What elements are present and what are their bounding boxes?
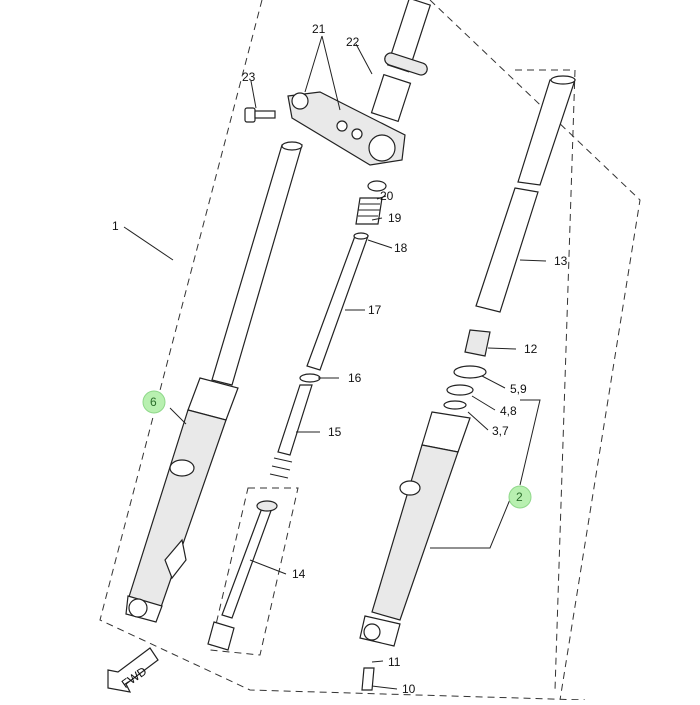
highlight-2	[508, 485, 532, 509]
under-bracket	[287, 91, 406, 166]
callout-22: 22	[346, 35, 360, 49]
spring-15	[269, 373, 321, 479]
leader-lines	[123, 35, 547, 690]
callout-4-8: 4,8	[500, 404, 517, 418]
callout-12: 12	[524, 342, 538, 356]
damper-rod-group-box	[209, 487, 299, 656]
callout-23: 23	[242, 70, 256, 84]
fork-leg-left	[125, 141, 303, 623]
callout-18: 18	[394, 241, 408, 255]
callout-10: 10	[402, 682, 416, 696]
steering-stem	[370, 0, 432, 123]
fork-leg-right	[359, 75, 576, 691]
callout-20: 20	[380, 189, 394, 203]
assembly-dashed-outline	[99, 0, 641, 701]
callout-2: 2	[516, 490, 523, 504]
callout-21: 21	[312, 22, 326, 36]
callout-13: 13	[554, 254, 568, 268]
callout-15: 15	[328, 425, 342, 439]
callout-6: 6	[150, 395, 157, 409]
highlight-6	[142, 390, 166, 414]
callout-11: 11	[388, 655, 401, 669]
callout-14: 14	[292, 567, 306, 581]
callout-19: 19	[388, 211, 402, 225]
callout-5-9: 5,9	[510, 382, 527, 396]
outer-tube-group-bracket	[515, 69, 576, 691]
spring-seat-19-20	[355, 180, 387, 225]
spring-17	[306, 232, 369, 371]
callout-3-7: 3,7	[492, 424, 509, 438]
callout-17: 17	[368, 303, 382, 317]
bolt-23	[244, 107, 276, 123]
callout-1: 1	[112, 219, 119, 233]
fwd-arrow-icon	[107, 647, 159, 693]
callout-16: 16	[348, 371, 362, 385]
damper-rod	[207, 500, 278, 651]
